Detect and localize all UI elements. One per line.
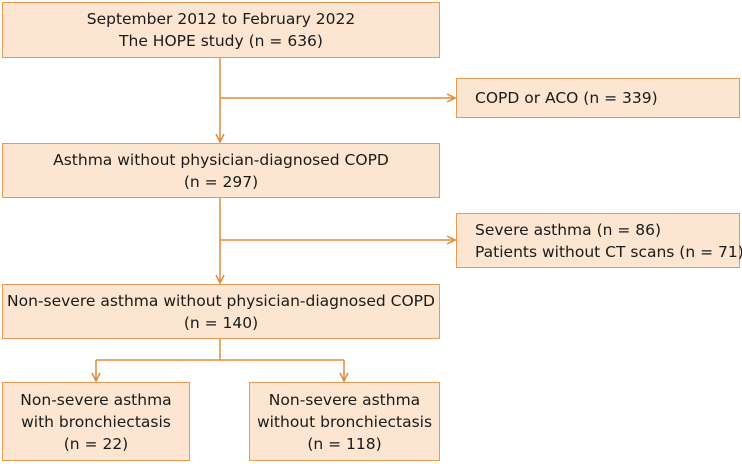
excluded-line-1: Severe asthma (n = 86)	[475, 220, 662, 239]
non-severe-asthma-line-2: (n = 140)	[183, 313, 259, 332]
hope-study-line-2: The HOPE study (n = 636)	[119, 32, 323, 50]
asthma-without-copd-line-2: (n = 297)	[183, 172, 259, 191]
with-bronchiectasis-line-1: Non-severe asthma	[20, 390, 172, 409]
copd-aco-line-1: COPD or ACO (n = 339)	[475, 89, 658, 107]
without-bronchiectasis-box: Non-severe asthma without bronchiectasis…	[249, 382, 440, 461]
non-severe-asthma-box: Non-severe asthma without physician-diag…	[2, 284, 440, 339]
asthma-without-copd-box: Asthma without physician-diagnosed COPD …	[2, 143, 440, 198]
with-bronchiectasis-line-3: (n = 22)	[63, 434, 129, 453]
without-bronchiectasis-line-3: (n = 118)	[307, 434, 382, 453]
with-bronchiectasis-box: Non-severe asthma with bronchiectasis (n…	[2, 382, 190, 461]
without-bronchiectasis-line-1: Non-severe asthma	[268, 390, 421, 409]
excluded-line-2: Patients without CT scans (n = 71)	[475, 242, 742, 261]
copd-aco-box: COPD or ACO (n = 339)	[456, 78, 740, 118]
without-bronchiectasis-line-2: without bronchiectasis	[256, 412, 433, 431]
non-severe-asthma-line-1: Non-severe asthma without physician-diag…	[7, 291, 435, 310]
hope-study-line-1: September 2012 to February 2022	[86, 10, 356, 28]
with-bronchiectasis-line-2: with bronchiectasis	[21, 412, 171, 431]
hope-study-box: September 2012 to February 2022 The HOPE…	[2, 2, 440, 58]
excluded-box: Severe asthma (n = 86) Patients without …	[456, 213, 742, 268]
asthma-without-copd-line-1: Asthma without physician-diagnosed COPD	[53, 150, 389, 169]
